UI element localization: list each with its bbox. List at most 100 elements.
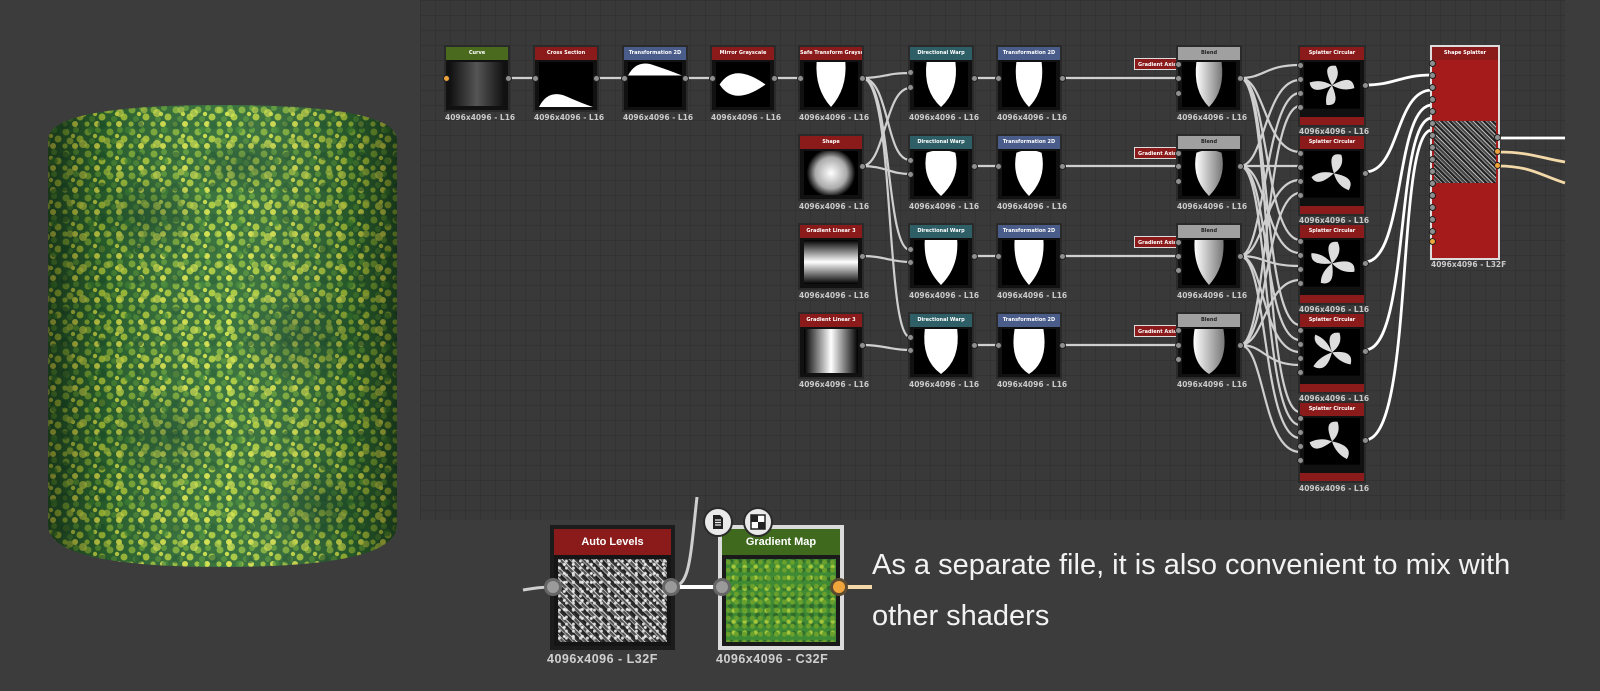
input-port[interactable] (995, 75, 1002, 82)
output-port[interactable] (859, 75, 866, 82)
input-port[interactable] (1175, 90, 1182, 97)
input-port[interactable] (1297, 341, 1304, 348)
node-auto-levels[interactable]: Auto Levels (550, 525, 675, 650)
output-port[interactable] (1362, 437, 1369, 444)
output-port[interactable] (971, 342, 978, 349)
node-splatter-circular-1[interactable]: Splatter Circular (1298, 45, 1366, 127)
node-splatter-circular-5[interactable]: Splatter Circular (1298, 401, 1366, 483)
checker-icon[interactable] (743, 507, 773, 537)
output-port[interactable] (859, 342, 866, 349)
input-port[interactable] (1429, 72, 1436, 79)
input-port[interactable] (1175, 356, 1182, 363)
node-directional-warp-2[interactable]: Directional Warp (908, 134, 974, 201)
output-port[interactable] (971, 75, 978, 82)
input-port[interactable] (1175, 163, 1182, 170)
input-port[interactable] (1175, 327, 1182, 334)
input-port[interactable] (1297, 178, 1304, 185)
output-port[interactable] (1237, 75, 1244, 82)
output-port[interactable] (682, 75, 689, 82)
input-port[interactable] (1297, 192, 1304, 199)
output-port[interactable] (771, 75, 778, 82)
node-splatter-circular-3[interactable]: Splatter Circular (1298, 223, 1366, 305)
input-port[interactable] (1429, 216, 1436, 223)
output-port[interactable] (971, 163, 978, 170)
input-port[interactable] (1175, 75, 1182, 82)
input-port[interactable] (443, 75, 450, 82)
input-port[interactable] (907, 84, 914, 91)
input-port[interactable] (532, 75, 539, 82)
input-port[interactable] (1297, 369, 1304, 376)
output-port[interactable] (1494, 162, 1501, 169)
node-directional-warp-1[interactable]: Directional Warp (908, 45, 974, 112)
input-port[interactable] (1429, 156, 1436, 163)
node-splatter-circular-2[interactable]: Splatter Circular (1298, 134, 1366, 216)
output-port[interactable] (1362, 170, 1369, 177)
input-port[interactable] (1429, 84, 1436, 91)
input-port[interactable] (1429, 144, 1436, 151)
output-port[interactable] (662, 578, 680, 596)
input-port[interactable] (907, 69, 914, 76)
input-port[interactable] (1429, 168, 1436, 175)
document-icon[interactable] (703, 507, 733, 537)
input-port[interactable] (1297, 90, 1304, 97)
input-port[interactable] (1297, 443, 1304, 450)
input-port[interactable] (1297, 415, 1304, 422)
input-port[interactable] (709, 75, 716, 82)
node-directional-warp-4[interactable]: Directional Warp (908, 312, 974, 379)
node-safe-transform-grayscale[interactable]: Safe Transform Grayscale (798, 45, 864, 112)
input-port[interactable] (1175, 267, 1182, 274)
input-port[interactable] (1429, 108, 1436, 115)
material-preview[interactable] (40, 105, 405, 570)
input-port[interactable] (907, 246, 914, 253)
node-curve[interactable]: Curve (444, 45, 510, 112)
input-port[interactable] (1429, 204, 1436, 211)
input-port[interactable] (1297, 327, 1304, 334)
node-shape-splatter[interactable]: Shape Splatter (1430, 45, 1500, 260)
output-port[interactable] (971, 253, 978, 260)
input-port[interactable] (1175, 178, 1182, 185)
input-port[interactable] (1297, 62, 1304, 69)
node-transform-2d-4[interactable]: Transformation 2D (996, 312, 1062, 379)
input-port[interactable] (1297, 164, 1304, 171)
node-blend-3[interactable]: Blend (1176, 223, 1242, 290)
input-port[interactable] (995, 342, 1002, 349)
input-port[interactable] (907, 171, 914, 178)
input-port[interactable] (1175, 239, 1182, 246)
output-port[interactable] (593, 75, 600, 82)
input-port[interactable] (797, 75, 804, 82)
input-port[interactable] (1429, 180, 1436, 187)
node-cross-section[interactable]: Cross Section (533, 45, 599, 112)
node-transform-2d-1[interactable]: Transformation 2D (996, 45, 1062, 112)
input-port[interactable] (907, 259, 914, 266)
node-shape[interactable]: Shape (798, 134, 864, 201)
node-splatter-circular-4[interactable]: Splatter Circular (1298, 312, 1366, 394)
input-port[interactable] (907, 347, 914, 354)
node-gradient-linear-3-a[interactable]: Gradient Linear 3 (798, 223, 864, 290)
input-port[interactable] (544, 578, 562, 596)
input-port[interactable] (1429, 228, 1436, 235)
input-port[interactable] (1297, 280, 1304, 287)
output-port[interactable] (1059, 75, 1066, 82)
output-port[interactable] (1059, 163, 1066, 170)
input-port[interactable] (1175, 253, 1182, 260)
output-port[interactable] (1059, 253, 1066, 260)
input-port[interactable] (1175, 61, 1182, 68)
output-port[interactable] (1237, 253, 1244, 260)
input-port[interactable] (1429, 96, 1436, 103)
node-directional-warp-3[interactable]: Directional Warp (908, 223, 974, 290)
output-port[interactable] (1059, 342, 1066, 349)
input-port[interactable] (1429, 132, 1436, 139)
gradient-axial-tag[interactable]: Gradient Axial (1134, 147, 1183, 159)
input-port[interactable] (1429, 238, 1436, 245)
input-port[interactable] (1297, 76, 1304, 83)
node-gradient-map[interactable]: Gradient Map (718, 525, 844, 650)
output-port[interactable] (1237, 342, 1244, 349)
input-port[interactable] (907, 334, 914, 341)
input-port[interactable] (1429, 120, 1436, 127)
output-port[interactable] (1362, 82, 1369, 89)
node-blend-2[interactable]: Blend (1176, 134, 1242, 201)
output-port[interactable] (859, 163, 866, 170)
input-port[interactable] (995, 163, 1002, 170)
input-port[interactable] (1429, 192, 1436, 199)
output-port[interactable] (1237, 163, 1244, 170)
